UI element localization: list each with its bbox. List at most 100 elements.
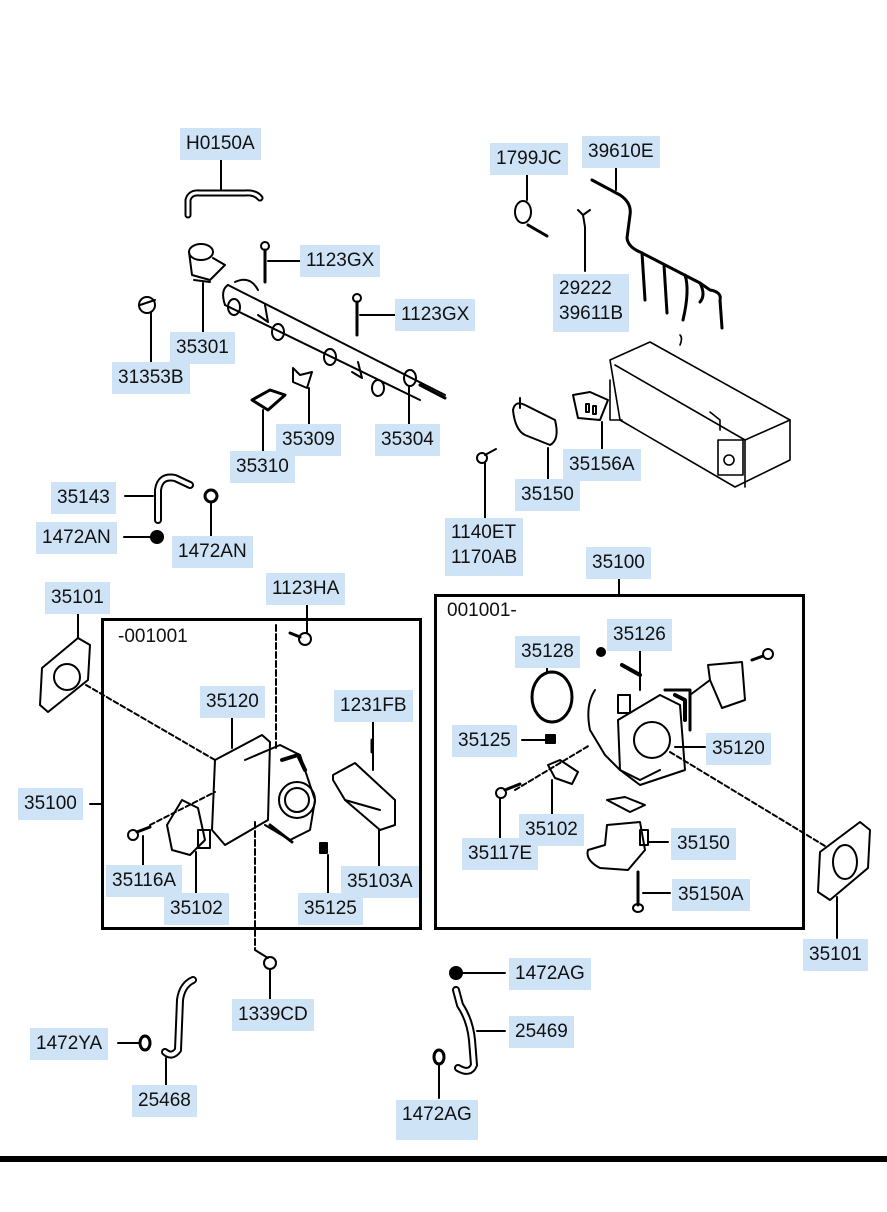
bolt-1140et-icon <box>476 448 497 464</box>
part-label-25468[interactable]: 25468 <box>132 1085 197 1117</box>
throttle-body-left-icon <box>211 734 316 846</box>
bracket-right-icon <box>707 661 746 709</box>
clamp-1472an-icon <box>150 530 164 544</box>
part-label-1799jc[interactable]: 1799JC <box>490 143 568 175</box>
bracket-35309-icon <box>292 367 313 389</box>
part-label-29222-39611b[interactable]: 29222 39611B <box>553 274 630 332</box>
part-label-1472an[interactable]: 1472AN <box>36 522 117 554</box>
part-label-1339cd[interactable]: 1339CD <box>232 999 314 1031</box>
cover-35103a-icon <box>332 762 396 831</box>
part-label-1123ha[interactable]: 1123HA <box>266 573 346 605</box>
bolt-right-icon <box>750 648 774 662</box>
part-label-1472ag[interactable]: 1472AG <box>509 958 591 990</box>
leader-line <box>514 744 591 791</box>
hose-h0150a-icon <box>184 189 264 219</box>
nut-35126-icon <box>596 647 606 657</box>
hose-25468-icon <box>161 976 197 1059</box>
bottom-divider <box>0 1156 887 1162</box>
part-label-35128[interactable]: 35128 <box>515 636 580 668</box>
group-box-post-001001 <box>434 594 805 930</box>
tps-sensor-35102-icon <box>166 799 211 856</box>
spring-35125-icon <box>545 734 556 744</box>
group-box-tag: -001001 <box>118 626 188 647</box>
gasket-small-icon <box>606 796 646 813</box>
clamp-1472ag-icon <box>432 1048 446 1066</box>
part-label-35102[interactable]: 35102 <box>519 814 584 846</box>
part-label-35301[interactable]: 35301 <box>170 332 235 364</box>
group-box-tag: 001001- <box>447 600 517 621</box>
part-number: 1140ET <box>451 522 517 543</box>
part-label-1123gx[interactable]: 1123GX <box>395 299 476 331</box>
leader-line <box>669 751 826 847</box>
nut-1339cd-icon <box>263 956 277 970</box>
part-label-35120[interactable]: 35120 <box>200 686 265 718</box>
part-label-35103a[interactable]: 35103A <box>341 866 419 898</box>
part-label-1472ya[interactable]: 1472YA <box>30 1028 109 1060</box>
gasket-35156a-icon <box>572 391 609 421</box>
sensor-35310-icon <box>250 388 287 412</box>
screw-35116a-icon <box>127 825 152 841</box>
part-label-35150[interactable]: 35150 <box>671 828 736 860</box>
part-label-35156a[interactable]: 35156A <box>563 449 641 481</box>
part-label-35102[interactable]: 35102 <box>164 893 229 925</box>
stud-35126-icon <box>620 663 642 677</box>
part-label-35126[interactable]: 35126 <box>607 619 672 651</box>
part-number: 1170AB <box>451 547 518 568</box>
tps-sensor-35102-icon <box>547 759 579 785</box>
clamp-1472an-icon <box>203 488 219 504</box>
part-label-31353b[interactable]: 31353B <box>112 362 190 394</box>
leader-line <box>85 684 216 761</box>
hose-25469-icon <box>452 986 478 1075</box>
part-label-35304[interactable]: 35304 <box>375 424 440 456</box>
part-label-35309[interactable]: 35309 <box>276 424 341 456</box>
group-box-pre-001001 <box>101 618 422 930</box>
leader-line <box>149 791 216 826</box>
part-label-35150[interactable]: 35150 <box>515 479 580 511</box>
sensor-35150-icon <box>512 397 558 446</box>
intake-box-icon <box>609 334 791 488</box>
bolt-1123ha-icon <box>288 631 312 646</box>
part-label-1140et-1170ab[interactable]: 1140ET 1170AB <box>445 518 524 576</box>
part-label-35101[interactable]: 35101 <box>803 939 868 971</box>
part-label-1472an[interactable]: 1472AN <box>172 536 253 568</box>
gasket-35101-icon <box>39 637 91 713</box>
leader-line <box>689 679 711 696</box>
part-label-35116a[interactable]: 35116A <box>106 865 183 897</box>
clamp-1472ya-icon <box>138 1034 152 1052</box>
part-label-35101[interactable]: 35101 <box>45 582 110 614</box>
part-label-1123gx[interactable]: 1123GX <box>300 245 381 277</box>
clamp-1799jc-icon <box>514 200 549 238</box>
part-label-1472ag[interactable]: 1472AG <box>396 1100 478 1140</box>
part-label-35125[interactable]: 35125 <box>298 893 363 925</box>
clamp-1472ag-icon <box>449 966 463 980</box>
part-label-35100[interactable]: 35100 <box>18 788 83 820</box>
part-label-25469[interactable]: 25469 <box>509 1016 574 1048</box>
part-label-39610e[interactable]: 39610E <box>582 136 660 168</box>
spring-35125-icon <box>319 842 328 854</box>
part-label-35143[interactable]: 35143 <box>51 482 116 514</box>
bolt-1123gx-icon <box>260 241 270 284</box>
clip-29222-icon <box>577 209 591 228</box>
fuel-rail-icon <box>222 278 447 401</box>
part-number: 29222 <box>559 278 612 299</box>
clip-31353b-icon <box>138 296 156 314</box>
part-label-35150a[interactable]: 35150A <box>672 879 750 911</box>
part-label-h0150a[interactable]: H0150A <box>180 128 261 160</box>
o-ring-35128-icon <box>530 670 574 724</box>
part-number: 39611B <box>559 303 624 324</box>
wiring-harness-39610e-icon <box>590 178 724 330</box>
part-label-35100[interactable]: 35100 <box>586 547 651 579</box>
part-label-35117e[interactable]: 35117E <box>462 838 539 870</box>
bolt-1123gx-icon <box>352 293 362 337</box>
valve-35301-icon <box>188 243 226 283</box>
leader-line <box>254 949 269 959</box>
part-label-35310[interactable]: 35310 <box>230 451 295 483</box>
part-label-1231fb[interactable]: 1231FB <box>334 690 413 722</box>
iac-valve-35150-icon <box>586 821 649 871</box>
part-label-35125[interactable]: 35125 <box>452 725 517 757</box>
bolt-35150a-icon <box>632 870 644 913</box>
part-label-35120[interactable]: 35120 <box>706 733 771 765</box>
gasket-35101-icon <box>817 821 871 901</box>
hose-35143-icon <box>154 473 194 524</box>
